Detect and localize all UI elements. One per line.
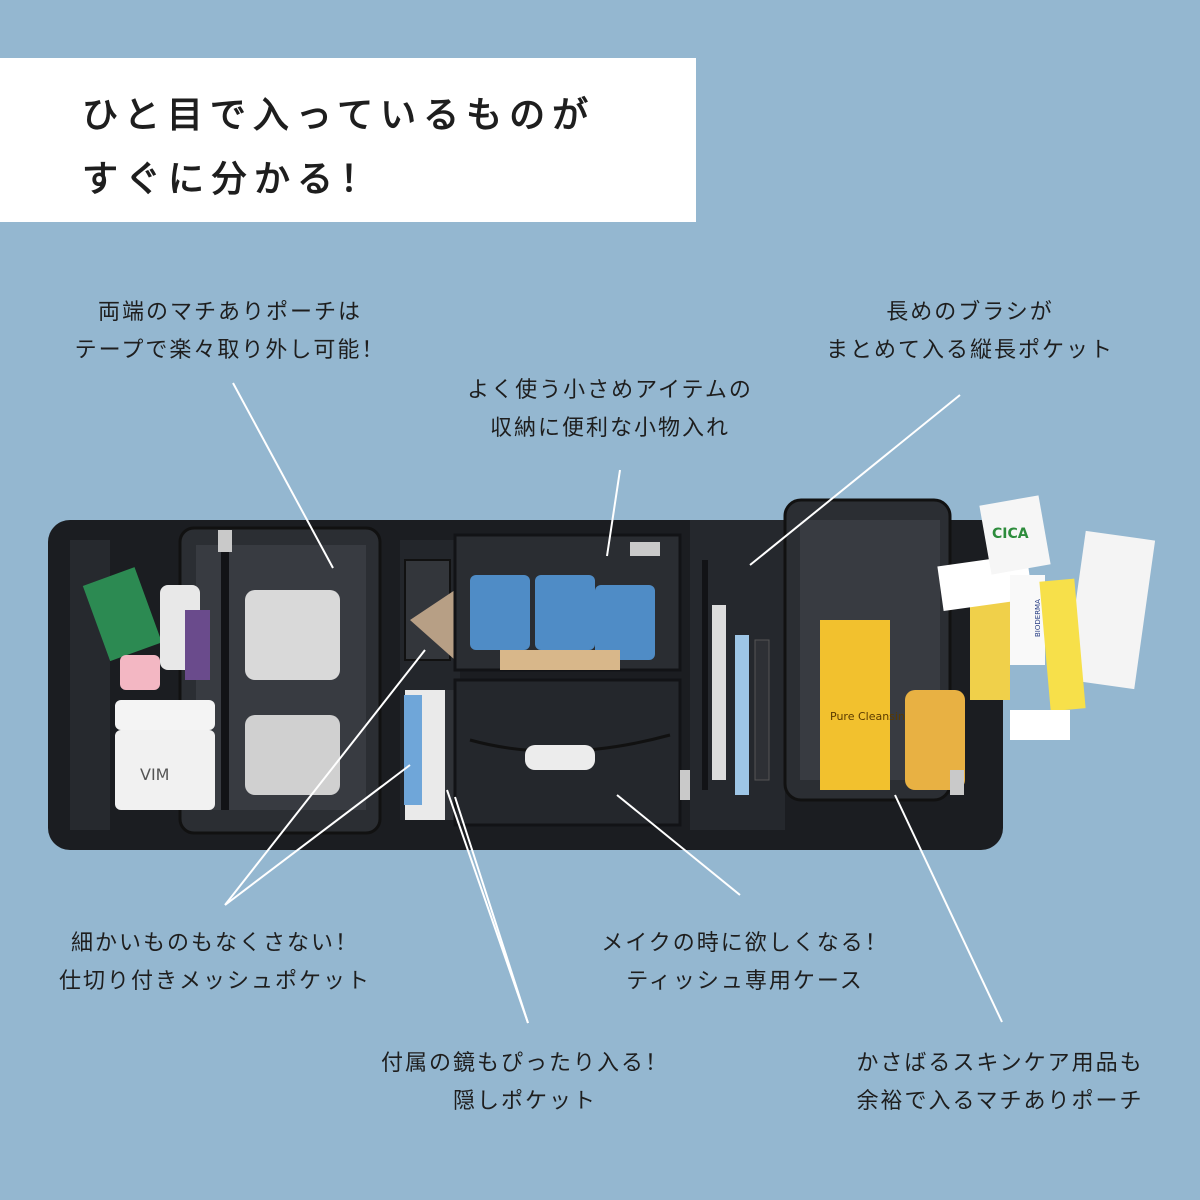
brush-pocket — [690, 520, 785, 830]
caption-pouch-removable: 両端のマチありポーチは テープで楽々取り外し可能！ — [74, 300, 386, 363]
caption-tissue-case: メイクの時に欲しくなる！ ティッシュ専用ケース — [601, 931, 889, 994]
caption-mirror-pocket: 付属の鏡もぴったり入る！ 隠しポケット — [380, 1051, 669, 1114]
title-line-2: すぐに分かる！ — [82, 159, 384, 200]
leader-skincare — [894, 794, 1003, 1023]
leader-mesh-1 — [224, 649, 426, 906]
leader-pouch-removable — [232, 382, 334, 569]
caption-mesh-pocket: 細かいものもなくさない！ 仕切り付きメッシュポケット — [58, 931, 371, 994]
bioderma-label: BIODERMA — [1034, 599, 1042, 637]
title-line-1: ひと目で入っているものが — [82, 95, 596, 136]
leader-brush-pocket — [749, 394, 961, 566]
skincare-pouch: Pure Cleansing Oil CICA BIODERMA — [783, 495, 1156, 802]
caption-brush-pocket: 長めのブラシが まとめて入る縦長ポケット — [825, 300, 1114, 363]
caption-small-items: よく使う小さめアイテムの 収納に便利な小物入れ — [467, 378, 753, 441]
caption-skincare-pouch: かさばるスキンケア用品も 余裕で入るマチありポーチ — [856, 1051, 1144, 1114]
leader-mirror-2 — [454, 796, 529, 1024]
small-items-pocket — [453, 533, 682, 672]
cica-label: CICA — [992, 526, 1029, 542]
title-box: ひと目で入っているものが すぐに分かる！ — [0, 58, 696, 222]
mirror-pocket-panel — [400, 540, 460, 820]
leader-mesh-2 — [224, 764, 411, 906]
tissue-case — [453, 678, 694, 827]
left-mesh-pouch: VIM — [82, 526, 382, 835]
vim-label: VIM — [140, 765, 169, 784]
leader-tissue — [616, 794, 741, 896]
leader-small-items — [606, 469, 621, 557]
